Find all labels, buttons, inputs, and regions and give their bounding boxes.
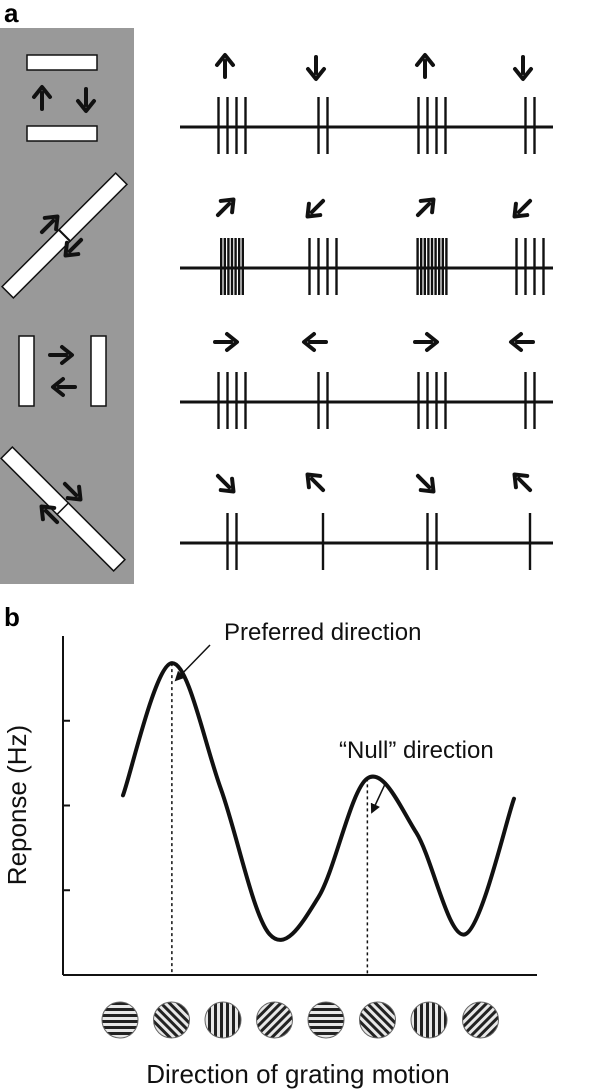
down-arrow-icon [513, 55, 533, 81]
down-arrow-icon [306, 55, 326, 81]
diagonal-grating-icon [256, 1001, 293, 1039]
left-arrow-icon [302, 332, 328, 352]
horizontal-grating-icon [307, 1001, 345, 1039]
spike-trains [180, 53, 553, 570]
down-right-arrow-icon [212, 470, 239, 497]
up-arrow-icon [415, 53, 435, 79]
panel-b-letter: b [4, 602, 20, 632]
up-left-arrow-icon [302, 469, 329, 496]
up-left-arrow-icon [509, 469, 536, 496]
null-direction-arrow [370, 781, 387, 814]
x-axis-title: Direction of grating motion [146, 1059, 449, 1089]
stimulus-vertical-bars [18, 335, 107, 407]
left-arrow-icon [509, 332, 535, 352]
stimulus-diagonal-bars-se [0, 445, 127, 573]
right-arrow-icon [213, 332, 239, 352]
up-right-arrow-icon [412, 194, 439, 221]
stimulus-panel-background [0, 28, 134, 584]
grating-icons-row [101, 1001, 499, 1039]
tuning-curve-chart: Preferred direction “Null” direction Rep… [2, 619, 537, 1089]
diagonal-grating-icon [359, 1001, 396, 1039]
right-arrow-icon [413, 332, 439, 352]
vertical-grating-icon [204, 1001, 242, 1039]
stimulus-diagonal-bars-ne [0, 171, 129, 300]
y-axis-title: Reponse (Hz) [2, 725, 32, 885]
spike-train-row [180, 53, 553, 154]
diagonal-grating-icon [462, 1001, 499, 1039]
null-direction-label: “Null” direction [339, 737, 494, 764]
y-axis-ticks [63, 719, 70, 892]
panel-a-letter: a [4, 0, 19, 28]
down-left-arrow-icon [509, 195, 536, 222]
spike-train-row [180, 194, 553, 295]
diagonal-grating-icon [153, 1001, 190, 1039]
up-right-arrow-icon [212, 194, 239, 221]
spike-train-row [180, 332, 553, 429]
down-left-arrow-icon [302, 195, 329, 222]
vertical-grating-icon [410, 1001, 448, 1039]
stimulus-horizontal-bars [26, 54, 98, 142]
preferred-direction-arrow [174, 644, 211, 682]
spike-train-row [180, 469, 553, 570]
horizontal-grating-icon [101, 1001, 139, 1039]
preferred-direction-label: Preferred direction [224, 619, 421, 646]
down-right-arrow-icon [412, 470, 439, 497]
tuning-curve-line [121, 661, 516, 942]
up-arrow-icon [215, 53, 235, 79]
